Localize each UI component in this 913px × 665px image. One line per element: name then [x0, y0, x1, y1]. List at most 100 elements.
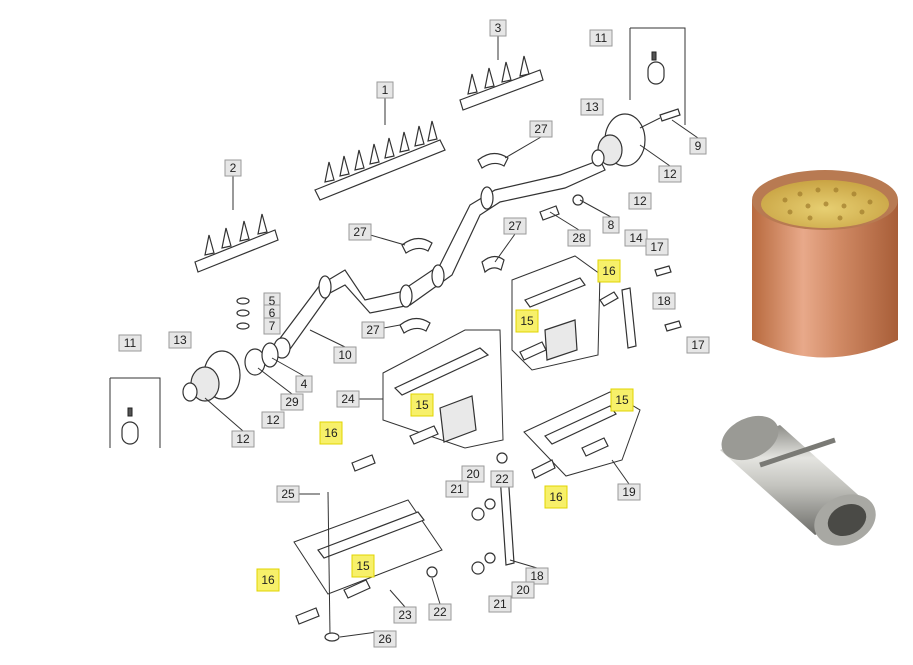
callout-number: 22 — [433, 605, 447, 619]
callout-number: 13 — [585, 100, 599, 114]
bushing-body — [752, 200, 898, 358]
callout-c12b: 12 — [628, 192, 652, 210]
callout-number: 6 — [269, 306, 276, 320]
callout-c2: 2 — [224, 159, 242, 177]
inset-box-11-left — [109, 377, 161, 448]
callout-number: 12 — [266, 413, 280, 427]
callout-c15d: 15 — [351, 554, 375, 578]
callout-box — [503, 217, 527, 235]
callout-number: 9 — [695, 139, 702, 153]
inset-box-11-top — [629, 27, 686, 125]
callout-c17a: 17 — [645, 238, 669, 256]
callout-number: 18 — [657, 294, 671, 308]
callout-box — [263, 317, 281, 335]
callout-number: 21 — [493, 597, 507, 611]
callout-c21a: 21 — [445, 480, 469, 498]
bronze-bushing-photo — [752, 170, 898, 358]
callout-c14: 14 — [624, 229, 648, 247]
callout-c15a: 15 — [515, 309, 539, 333]
callout-number: 7 — [269, 319, 276, 333]
callout-number: 29 — [285, 395, 299, 409]
callout-box — [373, 630, 397, 648]
callout-c22a: 22 — [490, 470, 514, 488]
callout-box — [525, 567, 549, 585]
callout-number: 20 — [516, 583, 530, 597]
callout-number: 10 — [338, 348, 352, 362]
callout-number: 27 — [366, 323, 380, 337]
callout-number: 16 — [324, 426, 338, 440]
callout-c27b: 27 — [348, 223, 372, 241]
steel-bore — [827, 503, 867, 537]
callout-c10: 10 — [333, 346, 357, 364]
callout-box — [488, 595, 512, 613]
callout-box — [333, 346, 357, 364]
callout-c16d: 16 — [256, 568, 280, 592]
callout-box — [276, 485, 300, 503]
lubrication-dimples — [782, 187, 873, 221]
callout-box — [319, 421, 343, 445]
callout-box — [461, 465, 485, 483]
callout-c12a: 12 — [658, 165, 682, 183]
callout-box — [580, 98, 604, 116]
bearing-flange-left — [182, 342, 279, 402]
callout-c18b: 18 — [525, 567, 549, 585]
callout-c16c: 16 — [544, 485, 568, 509]
callout-box — [489, 19, 507, 37]
callout-box — [256, 568, 280, 592]
callout-box — [515, 309, 539, 333]
callout-number: 17 — [691, 338, 705, 352]
bracket-box-24 — [351, 329, 504, 472]
callout-number: 25 — [281, 487, 295, 501]
callout-box — [624, 229, 648, 247]
callout-box — [118, 334, 142, 352]
callout-c12c: 12 — [261, 411, 285, 429]
callout-box — [617, 483, 641, 501]
callout-c23: 23 — [393, 606, 417, 624]
callout-box — [589, 29, 613, 47]
callout-box — [686, 336, 710, 354]
callout-number: 15 — [520, 314, 534, 328]
callout-number: 27 — [508, 219, 522, 233]
callout-c11b: 11 — [118, 334, 142, 352]
callout-box — [511, 581, 535, 599]
callout-number: 14 — [629, 231, 643, 245]
callout-box — [261, 411, 285, 429]
callout-number: 23 — [398, 608, 412, 622]
bracket-box-14 — [511, 255, 619, 371]
callout-number: 11 — [124, 336, 137, 350]
callout-c22b: 22 — [428, 603, 452, 621]
callout-box — [428, 603, 452, 621]
callout-number: 16 — [261, 573, 275, 587]
callout-c21b: 21 — [488, 595, 512, 613]
callout-number: 16 — [549, 490, 563, 504]
callout-c16a: 16 — [597, 259, 621, 283]
callout-number: 20 — [466, 467, 480, 481]
callout-number: 12 — [633, 194, 647, 208]
callout-c13a: 13 — [580, 98, 604, 116]
callout-c15c: 15 — [610, 388, 634, 412]
callout-box — [280, 393, 304, 411]
callout-number: 15 — [356, 559, 370, 573]
steel-bushing-photo — [720, 415, 876, 546]
tine-bar-3 — [459, 55, 544, 111]
callout-box — [410, 393, 434, 417]
callout-c19: 19 — [617, 483, 641, 501]
callout-c26: 26 — [373, 630, 397, 648]
callout-c13b: 13 — [168, 331, 192, 349]
callout-number: 1 — [382, 83, 389, 97]
callout-number: 27 — [353, 225, 367, 239]
callout-number: 22 — [495, 472, 509, 486]
callout-box — [295, 375, 313, 393]
callout-box — [490, 470, 514, 488]
callout-box — [628, 192, 652, 210]
callout-number: 17 — [650, 240, 664, 254]
callout-box — [544, 485, 568, 509]
callout-number: 5 — [269, 294, 276, 308]
drive-shaft — [273, 159, 606, 359]
callout-number: 12 — [663, 167, 677, 181]
bearing-flange-right — [591, 108, 681, 167]
bracket-box-19 — [523, 391, 641, 479]
callout-number: 16 — [602, 264, 616, 278]
